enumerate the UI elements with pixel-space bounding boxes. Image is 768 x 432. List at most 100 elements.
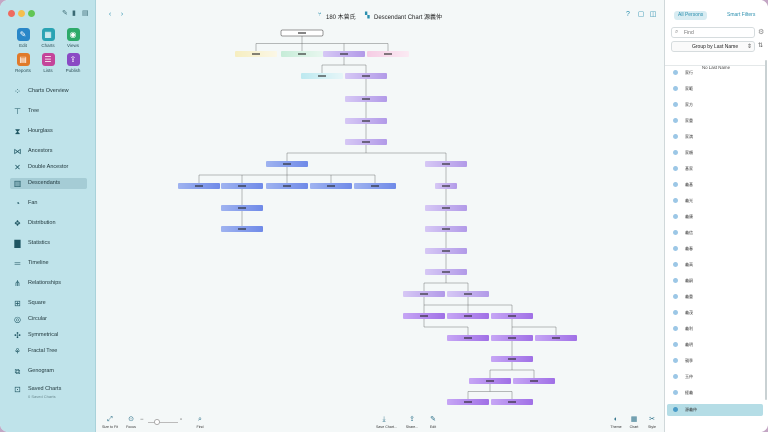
sidebar-item-statistics[interactable]: ▇Statistics <box>10 238 87 249</box>
sidebar-item-descendants[interactable]: ▥Descendants <box>10 178 87 189</box>
person-row[interactable]: 家満 <box>673 132 763 142</box>
share-button[interactable]: ⇪Share... <box>404 416 420 429</box>
symmetrical-icon: ✣ <box>14 331 21 340</box>
person-node-label <box>464 337 472 339</box>
gear-icon[interactable]: ⚙ <box>758 29 765 36</box>
sidebar-item-charts-overview[interactable]: ⁘Charts Overview <box>10 86 87 97</box>
person-row[interactable]: 義春 <box>673 244 763 254</box>
person-row[interactable]: 家頼 <box>673 148 763 158</box>
lists-button[interactable]: ☰Lists <box>37 53 59 73</box>
style-button[interactable]: ✂Style <box>644 416 660 429</box>
tab-smart-filters[interactable]: Smart Filters <box>727 12 756 18</box>
sidebar-item-square[interactable]: ⊞Square <box>10 298 87 309</box>
zoom-in-icon[interactable]: ▫ <box>180 417 183 423</box>
sidebar-item-fan[interactable]: ◔Fan <box>10 198 87 209</box>
sidebar-item-relationships[interactable]: ⋔Relationships <box>10 278 87 289</box>
chart-button[interactable]: ▦Chart <box>626 416 642 429</box>
pencil-icon: ✎ <box>16 28 30 41</box>
person-row[interactable]: 親季 <box>673 356 763 366</box>
chart-settings-icon: ▦ <box>630 416 638 423</box>
group-by-select[interactable]: Group by Last Name ⇕ <box>671 41 755 52</box>
person-node-label <box>362 98 370 100</box>
person-row[interactable]: 経義 <box>673 388 763 398</box>
window-icon[interactable]: ▢ <box>637 11 645 18</box>
person-row[interactable]: 義嗣 <box>673 276 763 286</box>
zoom-out-icon[interactable]: − <box>140 417 144 423</box>
size-to-fit-button[interactable]: ⤢Size to Fit <box>102 416 118 429</box>
sidebar-item-label: Genogram <box>28 368 54 374</box>
charts-label: Charts <box>41 43 55 48</box>
person-node-label <box>420 315 428 317</box>
sidebar-item-symmetrical[interactable]: ✣Symmetrical <box>10 330 87 341</box>
person-node-label <box>464 293 472 295</box>
sidebar-item-double-ancestor[interactable]: ✕Double Ancestor <box>10 162 87 173</box>
person-row[interactable]: 義信 <box>673 228 763 238</box>
person-name: 家満 <box>685 134 693 139</box>
person-row[interactable]: 家行 <box>673 68 763 78</box>
zoom-slider[interactable]: − ▫ <box>140 417 186 426</box>
charts-button[interactable]: ▦Charts <box>37 28 59 48</box>
person-row[interactable]: 家方 <box>673 100 763 110</box>
person-name: 家重 <box>685 118 693 123</box>
edit-button[interactable]: ✎Edit <box>425 416 441 429</box>
sidebar-item-fractal-tree[interactable]: ⚘Fractal Tree <box>10 346 87 357</box>
person-row[interactable]: 家重 <box>673 116 763 126</box>
person-row[interactable]: 義基 <box>673 180 763 190</box>
sidebar-item-genogram[interactable]: ⧉Genogram <box>10 366 87 377</box>
person-row[interactable]: 義明 <box>673 340 763 350</box>
sidebar-item-hourglass[interactable]: ⧗Hourglass <box>10 126 87 137</box>
edit-button[interactable]: ✎Edit <box>12 28 34 48</box>
reports-button[interactable]: ▤Reports <box>12 53 34 73</box>
person-avatar-icon <box>673 118 678 123</box>
theme-button[interactable]: ◐Theme <box>608 416 624 429</box>
sidebar-item-timeline[interactable]: ═Timeline <box>10 258 87 269</box>
zoom-window-button[interactable] <box>28 10 35 17</box>
person-row-selected[interactable]: 源義仲 <box>667 404 763 416</box>
forward-arrow-icon[interactable]: › <box>120 11 124 18</box>
person-avatar-icon <box>673 182 678 187</box>
statistics-icon: ▇ <box>14 239 21 248</box>
person-row[interactable]: 基家 <box>673 164 763 174</box>
person-row[interactable]: 義光 <box>673 196 763 206</box>
person-row[interactable]: 義康 <box>673 212 763 222</box>
person-row[interactable]: 玉仲 <box>673 372 763 382</box>
back-arrow-icon[interactable]: ‹ <box>108 11 112 18</box>
sidebar-item-circular[interactable]: ◎Circular <box>10 314 87 325</box>
save-chart-button[interactable]: ⤓Save Chart... <box>376 416 397 429</box>
person-node-label <box>362 141 370 143</box>
publish-button[interactable]: ⇪Publish <box>62 53 84 73</box>
find-button[interactable]: ⌕Find <box>192 416 208 429</box>
person-node-label <box>298 53 306 55</box>
search-input[interactable] <box>684 29 752 37</box>
person-row[interactable]: 義高 <box>673 260 763 270</box>
person-row[interactable]: 義重 <box>673 292 763 302</box>
sidebar-toggle-icon[interactable]: ▤ <box>82 10 89 17</box>
help-icon[interactable]: ? <box>626 11 630 18</box>
sidebar-item-label: Descendants <box>28 180 61 186</box>
zoom-slider-knob[interactable] <box>154 419 160 425</box>
sidebar-item-tree[interactable]: ⊤Tree <box>10 106 87 117</box>
panel-toggle-icon[interactable]: ◫ <box>649 11 657 18</box>
bookmark-icon[interactable]: ▮ <box>72 10 76 17</box>
sidebar-item-ancestors[interactable]: ⋈Ancestors <box>10 146 87 157</box>
close-window-button[interactable] <box>8 10 15 17</box>
person-node-label <box>442 228 450 230</box>
fan-icon: ◔ <box>15 199 20 208</box>
person-row[interactable]: 義茂 <box>673 308 763 318</box>
sidebar-item-distribution[interactable]: ❖Distribution <box>10 218 87 229</box>
minimize-window-button[interactable] <box>18 10 25 17</box>
hammer-icon[interactable]: ✎ <box>62 10 68 17</box>
tab-all-persons[interactable]: All Persons <box>674 11 708 20</box>
search-field[interactable]: ⌕ <box>671 27 755 38</box>
person-node-label <box>283 163 291 165</box>
person-node-label <box>486 380 494 382</box>
sort-icon[interactable]: ⇅ <box>758 43 764 49</box>
list-icon: ☰ <box>41 53 55 66</box>
person-name: 義高 <box>685 262 693 267</box>
views-button[interactable]: ◉Views <box>62 28 84 48</box>
panel-scrollbar[interactable] <box>765 60 767 400</box>
person-row[interactable]: 家範 <box>673 84 763 94</box>
person-row[interactable]: 義利 <box>673 324 763 334</box>
focus-button[interactable]: ⊙Focus <box>123 416 139 429</box>
